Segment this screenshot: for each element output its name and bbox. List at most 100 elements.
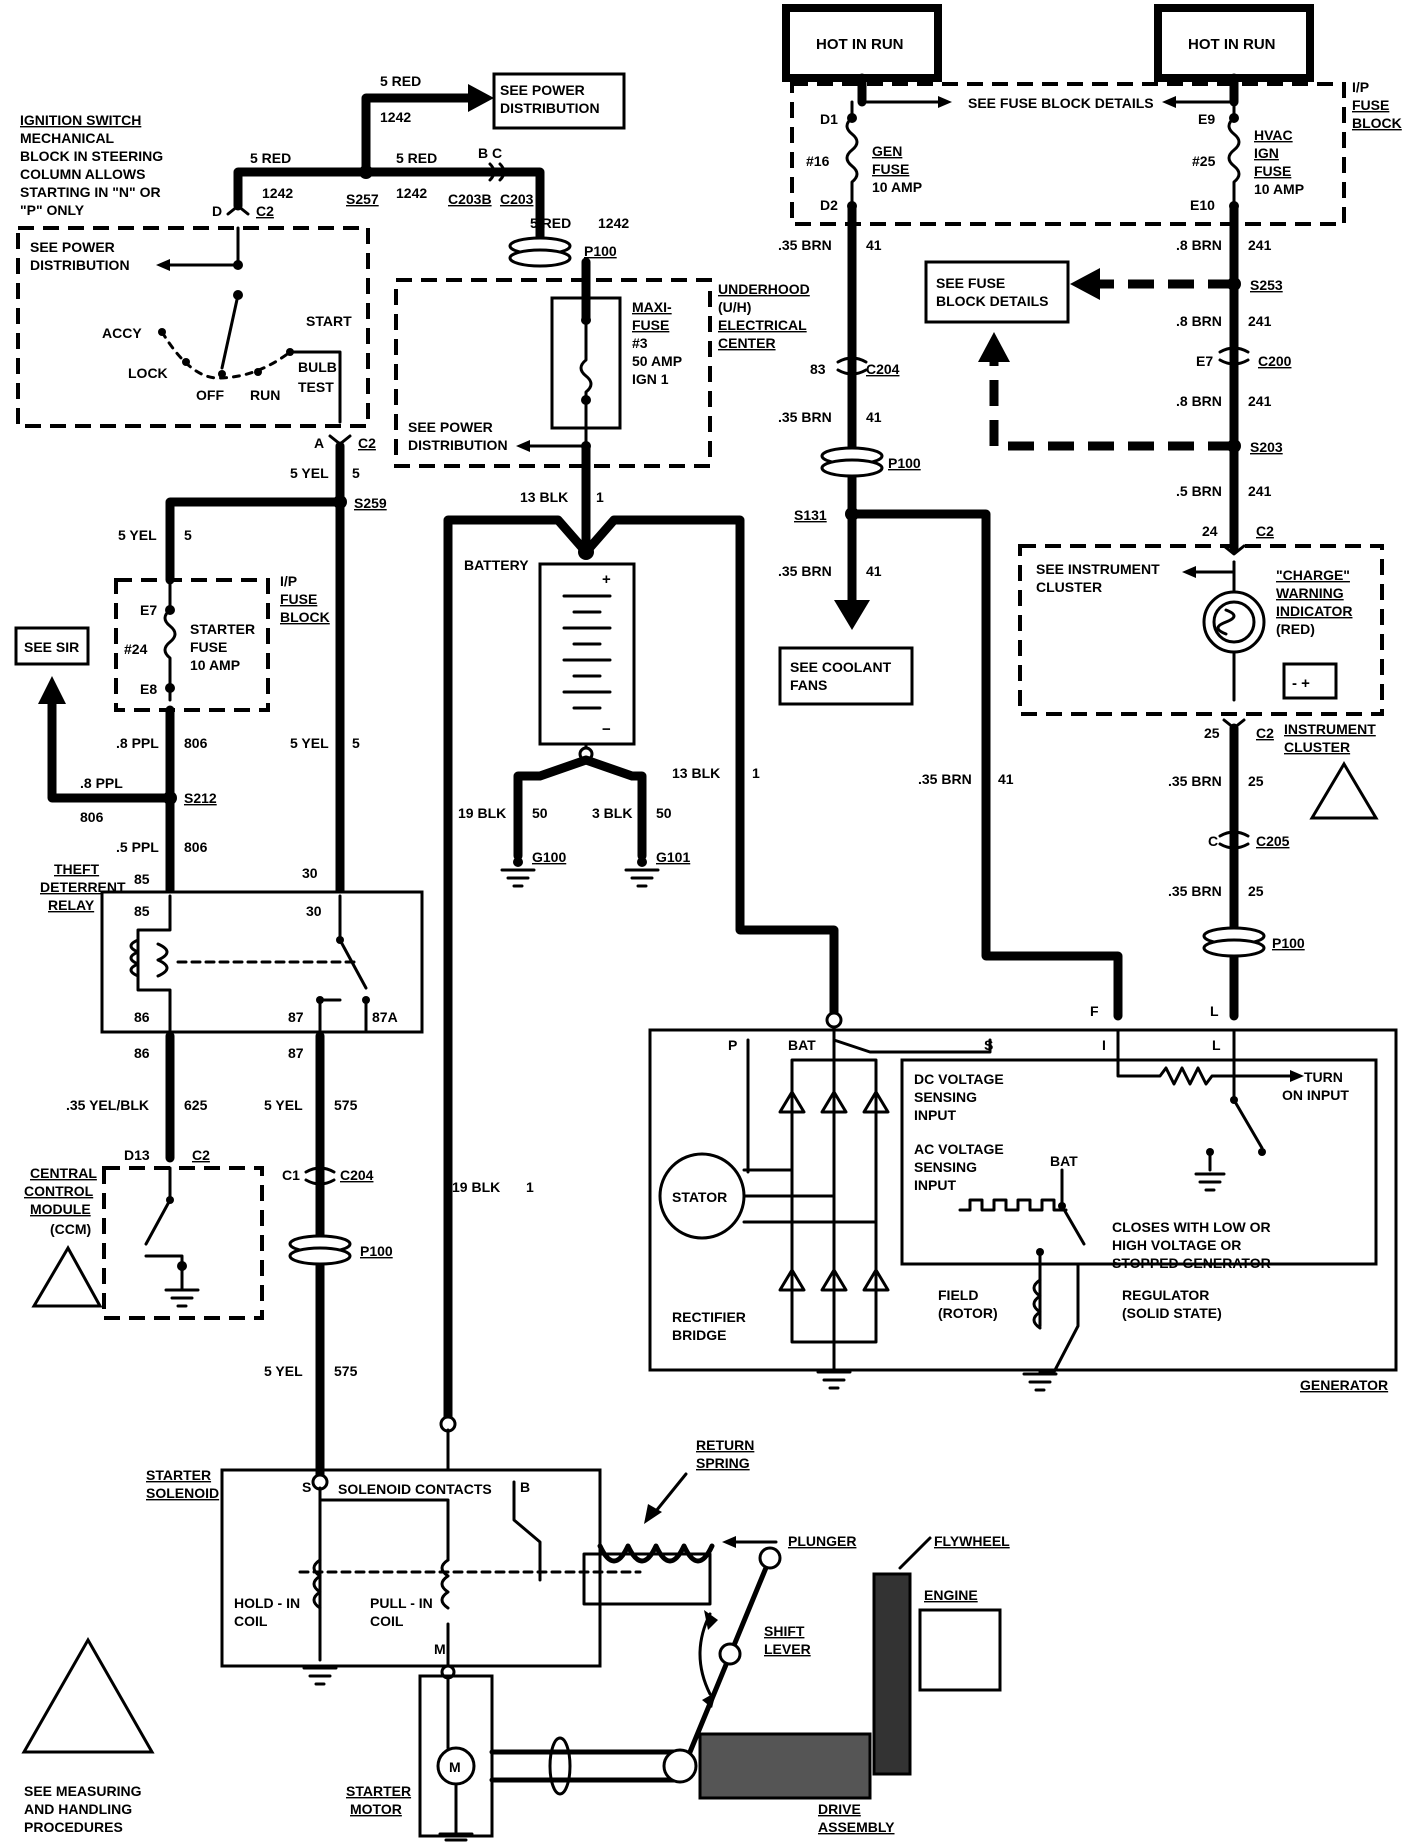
power-dist-top-line1: SEE POWER <box>500 82 585 98</box>
starter-fuse-e8-dot <box>165 683 175 693</box>
underhood-line4: CENTER <box>718 335 776 351</box>
gen-out-f: F <box>1090 1003 1099 1019</box>
p100-label-c: P100 <box>888 455 921 471</box>
starter-fuse-block: BLOCK <box>280 609 330 625</box>
regulator-bat-dot <box>1058 1202 1066 1210</box>
see-sir-label: SEE SIR <box>24 639 79 655</box>
ccm-name1: CENTRAL <box>30 1165 97 1181</box>
ign-pos-off-dot <box>218 370 226 378</box>
dc-line3: INPUT <box>914 1107 956 1123</box>
wire-label-50-b: 50 <box>656 805 672 821</box>
ipfb-ip: I/P <box>1352 79 1369 95</box>
p100-grommet-c-lower <box>820 458 884 478</box>
wire-uh-to-power-dist <box>528 398 588 448</box>
ignition-desc-4: STARTING IN "N" OR <box>20 184 161 200</box>
hvac-fuse-element <box>1227 100 1241 208</box>
g101-dot <box>637 857 647 867</box>
arrow-power-distribution-icon <box>468 84 494 112</box>
ign-power-dist-line1: SEE POWER <box>30 239 115 255</box>
ic-pin24: 24 <box>1202 523 1218 539</box>
starter-fuse-ip: I/P <box>280 573 297 589</box>
starter-fuse-e7: E7 <box>140 602 157 618</box>
gen-term-bat: BAT <box>788 1037 816 1053</box>
plunger-label: PLUNGER <box>788 1533 856 1549</box>
regulator-resistor-icon <box>1116 1028 1284 1086</box>
connector-c203-label: C203 <box>500 191 534 207</box>
arrow-see-fuse-block-icon <box>1070 268 1100 300</box>
ic-name2: CLUSTER <box>1284 739 1350 755</box>
ipfb-block: BLOCK <box>1352 115 1402 131</box>
starter-fuse-rating: 10 AMP <box>190 657 240 673</box>
charge-lamp-filament <box>1216 608 1236 636</box>
starter-fuse-e7-dot <box>165 605 175 615</box>
wire-label-19blk-a: 19 BLK <box>458 805 506 821</box>
maxi-fuse-rating: 50 AMP <box>632 353 682 369</box>
hvac-fuse-num: #25 <box>1192 153 1216 169</box>
wire-label-625: 625 <box>184 1097 208 1113</box>
return-spring-line2: SPRING <box>696 1455 750 1471</box>
battery-label: BATTERY <box>464 557 529 573</box>
arrow-ign-power-dist-icon <box>156 259 170 271</box>
see-sir-box <box>14 626 90 666</box>
ccm-conn-c2: C2 <box>192 1147 210 1163</box>
maxi-fuse-circuit: IGN 1 <box>632 371 669 387</box>
wire-label-35brn-a: .35 BRN <box>778 237 832 253</box>
ic-conn-top: C2 <box>1256 523 1274 539</box>
stator-to-rectifier-wires <box>742 1168 878 1224</box>
drive-collar <box>662 1748 698 1784</box>
wire-label-13blk-a: 13 BLK <box>520 489 568 505</box>
wire-label-13blk-b: 13 BLK <box>672 765 720 781</box>
pull-line2: COIL <box>370 1613 404 1629</box>
closes-line1: CLOSES WITH LOW OR <box>1112 1219 1271 1235</box>
arrow-see-ic-icon <box>1182 566 1196 578</box>
ign-start-wire <box>288 350 342 424</box>
wire-label-1-a: 1 <box>596 489 604 505</box>
charge-line4: (RED) <box>1276 621 1315 637</box>
ccm-pin-d13: D13 <box>124 1147 150 1163</box>
power-dist-top-line2: DISTRIBUTION <box>500 100 600 116</box>
wire-label-5red-top: 5 RED <box>380 73 421 89</box>
wire-ign-to-power-dist <box>168 226 240 267</box>
wire-s203-to-fuse-block <box>989 362 1234 451</box>
shift-lever-arrow-up <box>704 1610 718 1630</box>
ccm-name3: MODULE <box>30 1201 91 1217</box>
relay-coil-icon <box>129 938 140 978</box>
see-fuse-block-line1: SEE FUSE <box>936 275 1005 291</box>
connector-c203b-label: C203B <box>448 191 492 207</box>
pull-in-coil-icon <box>440 1558 450 1610</box>
gen-fuse-num: #16 <box>806 153 830 169</box>
ignition-desc-5: "P" ONLY <box>20 202 85 218</box>
p100-grommet-a-lower <box>288 1246 352 1266</box>
drive-assembly-icon <box>698 1732 872 1800</box>
ccm-switch-dot <box>166 1196 174 1204</box>
starter-fuse-name1: STARTER <box>190 621 255 637</box>
hold-line2: COIL <box>234 1613 268 1629</box>
closes-line2: HIGH VOLTAGE OR <box>1112 1237 1241 1253</box>
wire-label-35brn-c: .35 BRN <box>778 563 832 579</box>
connector-c-label: C <box>1208 833 1218 849</box>
turn-line2: ON INPUT <box>1282 1087 1349 1103</box>
arrow-fuse-details-left-icon <box>1162 96 1176 108</box>
solenoid-term-m: M <box>434 1641 446 1657</box>
turn-line1: TURN <box>1304 1069 1343 1085</box>
drive-line1: DRIVE <box>818 1801 861 1817</box>
rectifier-line1: RECTIFIER <box>672 1309 746 1325</box>
plunger-pointer-arrow <box>722 1536 736 1548</box>
wire-label-806-a: 806 <box>184 735 208 751</box>
coolant-line2: FANS <box>790 677 827 693</box>
ic-esd-icon <box>1309 761 1379 820</box>
ignition-desc-3: COLUMN ALLOWS <box>20 166 145 182</box>
regulator-box <box>900 1058 1378 1266</box>
wire-5-red-1242-main <box>233 167 545 251</box>
ccm-name2: CONTROL <box>24 1183 94 1199</box>
flywheel-label: FLYWHEEL <box>934 1533 1010 1549</box>
generator-name: GENERATOR <box>1300 1377 1388 1393</box>
wire-label-35brn-e: .35 BRN <box>1168 773 1222 789</box>
ccm-switch <box>144 1166 184 1292</box>
wire-label-575-e: 575 <box>334 1363 358 1379</box>
connector-c205-label: C205 <box>1256 833 1290 849</box>
shift-lever-mid-pivot <box>718 1642 742 1666</box>
battery-plus-icon: + <box>602 571 611 588</box>
ign-pos-accy: ACCY <box>102 325 142 341</box>
starter-fuse-element <box>163 578 177 702</box>
